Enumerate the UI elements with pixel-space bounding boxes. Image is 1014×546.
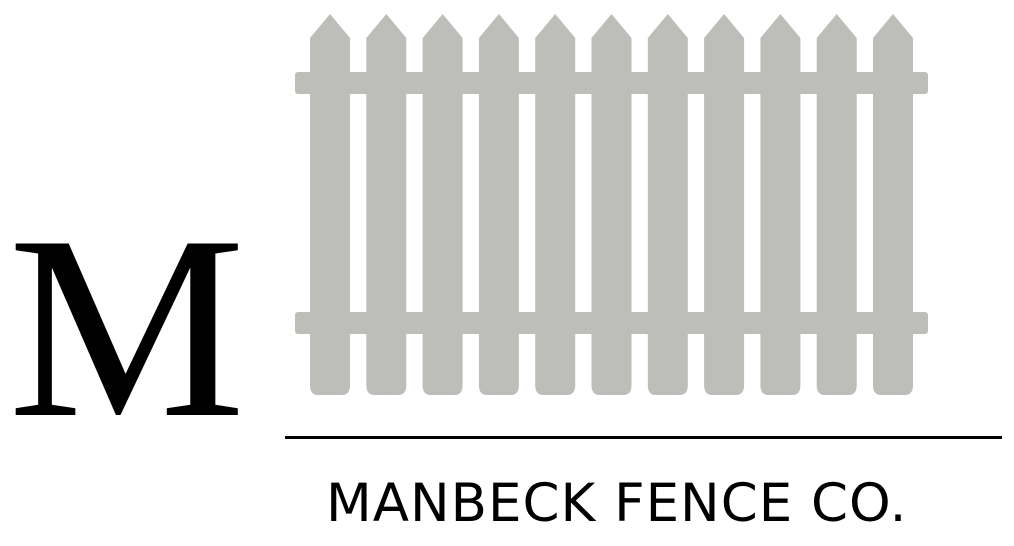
- fence-picket: [591, 14, 632, 395]
- fence-picket: [310, 14, 350, 395]
- fence-picket: [422, 14, 463, 395]
- fence-picket: [478, 14, 519, 395]
- fence-picket: [704, 14, 745, 395]
- logo-divider-line: [285, 436, 1002, 439]
- fence-bottom-rail: [295, 312, 928, 334]
- logo-monogram: M: [8, 182, 246, 472]
- fence-picket: [366, 14, 407, 395]
- company-name: MANBECK FENCE CO.: [326, 473, 908, 534]
- fence-picket: [760, 14, 801, 395]
- fence-picket: [647, 14, 688, 395]
- fence-picket: [535, 14, 576, 395]
- fence-picket: [816, 14, 857, 395]
- fence-picket: [873, 14, 913, 395]
- fence-top-rail: [295, 72, 928, 94]
